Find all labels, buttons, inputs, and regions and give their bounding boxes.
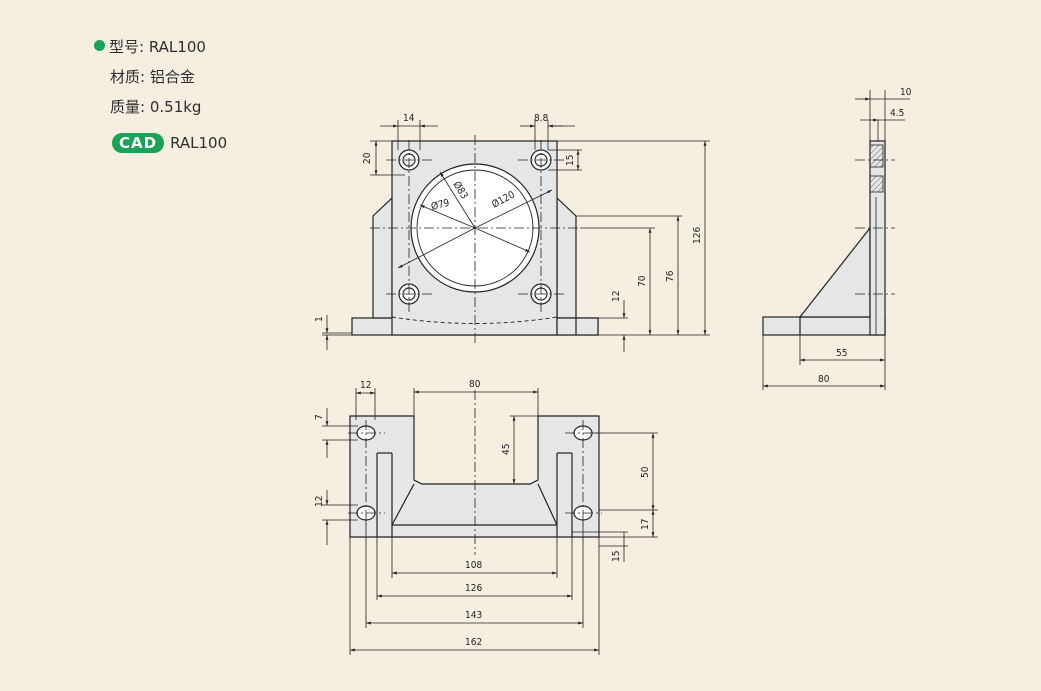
front-diameter-leaders (397, 171, 553, 269)
mass-row: 质量: 0.51kg (94, 92, 227, 122)
dim-15-plan: 15 (611, 551, 622, 562)
dim-12-front: 12 (611, 291, 622, 302)
front-base-right-step (556, 317, 599, 336)
dim-80-side: 80 (818, 374, 830, 385)
front-view (351, 135, 599, 345)
dim-80-plan: 80 (469, 379, 481, 390)
dim-7: 7 (314, 414, 325, 420)
model-row: 型号: RAL100 (94, 32, 227, 62)
dim-12-plan-left: 12 (314, 496, 325, 507)
front-dimension-lines (322, 120, 710, 352)
front-right-gusset (556, 196, 577, 319)
dim-15-front: 15 (565, 155, 576, 166)
dim-55: 55 (836, 348, 847, 359)
product-info: 型号: RAL100 材质: 铝合金 质量: 0.51kg CAD RAL100 (94, 32, 227, 158)
side-hatch-top (869, 144, 884, 168)
dim-17: 17 (640, 519, 651, 530)
side-view (762, 140, 895, 336)
bullet-dot-icon (94, 40, 105, 51)
material-row: 材质: 铝合金 (94, 62, 227, 92)
front-dimension-texts: 14 8.8 20 15 126 76 70 12 1 Ø83 Ø79 Ø120 (314, 113, 703, 322)
dim-126-height: 126 (692, 227, 703, 244)
dim-1: 1 (314, 316, 325, 322)
side-upright (869, 140, 886, 336)
dim-45: 45 (501, 444, 512, 455)
front-left-gusset (372, 196, 393, 319)
plan-dimension-lines (322, 388, 658, 655)
dim-108: 108 (465, 560, 482, 571)
dim-76: 76 (665, 270, 676, 282)
dim-8-8: 8.8 (534, 113, 549, 124)
mass-value: 0.51kg (149, 98, 202, 116)
dim-14: 14 (403, 113, 415, 124)
dim-10: 10 (900, 87, 912, 98)
material-label: 材质: (110, 68, 146, 86)
model-label: 型号: (109, 38, 145, 56)
side-dimension-texts: 10 4.5 55 80 (818, 87, 912, 385)
side-hatch-mid (869, 175, 884, 193)
side-dimension-lines (762, 90, 910, 390)
material-value: 铝合金 (149, 68, 195, 86)
plan-outline (349, 415, 600, 538)
cad-badge[interactable]: CAD (112, 133, 165, 153)
cad-link[interactable]: RAL100 (170, 134, 228, 152)
plan-view (348, 390, 602, 555)
side-base-plate (762, 316, 886, 336)
mass-label: 质量: (110, 98, 146, 116)
side-gusset (798, 226, 871, 318)
dim-126-plan: 126 (465, 583, 482, 594)
dim-143: 143 (465, 610, 482, 621)
dim-4-5: 4.5 (890, 108, 904, 119)
dim-20: 20 (362, 152, 373, 164)
dim-12-plan-top: 12 (360, 380, 371, 391)
plan-dimension-texts: 80 12 7 45 50 17 15 12 108 126 143 162 (314, 379, 651, 648)
dim-50: 50 (640, 466, 651, 478)
dim-162: 162 (465, 637, 482, 648)
dim-dia-79: Ø79 (430, 197, 451, 213)
dim-70: 70 (637, 275, 648, 287)
model-value: RAL100 (148, 38, 206, 56)
cad-row[interactable]: CAD RAL100 (94, 128, 227, 158)
